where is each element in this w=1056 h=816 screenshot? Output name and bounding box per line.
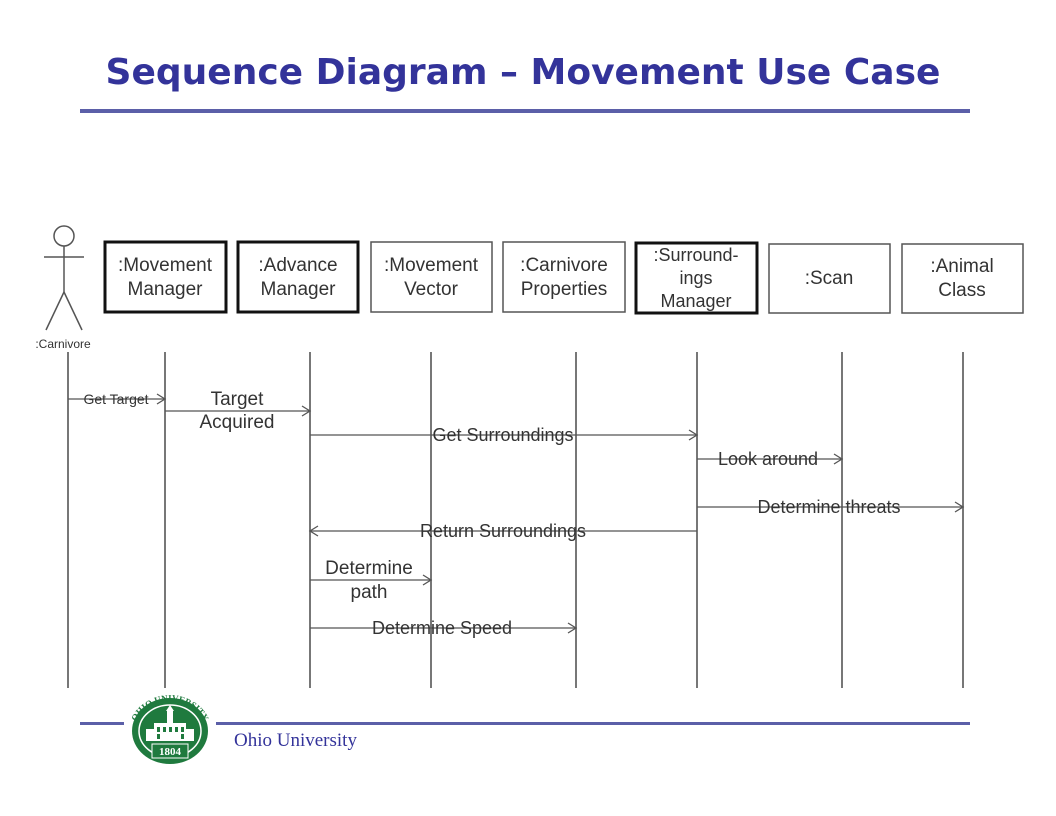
message-get-surroundings — [310, 429, 699, 441]
message-label: Acquired — [200, 412, 275, 433]
actor-right-leg — [63, 291, 83, 331]
slide-title: Sequence Diagram – Movement Use Case — [105, 52, 941, 93]
message-label: Target — [211, 389, 265, 410]
message-label: path — [351, 582, 388, 603]
actor-carnivore — [44, 225, 84, 331]
actor-head — [53, 225, 75, 247]
arrowhead — [156, 393, 167, 405]
lifelines — [67, 352, 964, 688]
object-label-line: :Animal — [930, 256, 993, 277]
object-label-line: :Scan — [805, 268, 854, 289]
footer-rule-left — [80, 722, 124, 725]
arrowhead — [422, 574, 433, 586]
object-label-line: :Advance — [258, 255, 337, 276]
message-label: Get Surroundings — [432, 425, 573, 445]
object-carnivore-properties: :Carnivore Properties — [502, 241, 626, 313]
object-scan: :Scan — [768, 243, 891, 314]
message-label: Get Target — [83, 391, 148, 407]
message-label: Determine threats — [757, 497, 900, 517]
object-label-line: Class — [938, 280, 986, 301]
message-get-target — [68, 393, 167, 405]
object-label-line: :Movement — [118, 255, 213, 276]
footer-text: Ohio University — [234, 730, 357, 751]
object-label-line: ings — [679, 268, 712, 288]
object-label-line: :Surround- — [653, 245, 738, 265]
message-determine-path — [310, 574, 433, 586]
title-underline — [80, 109, 970, 113]
object-advance-manager: :Advance Manager — [236, 240, 360, 314]
object-movement-vector: :Movement Vector — [370, 241, 493, 313]
arrowhead — [301, 405, 312, 417]
object-surroundings-manager: :Surround- ings Manager — [634, 241, 759, 315]
arrowhead — [308, 525, 319, 537]
message-return-surroundings — [308, 525, 697, 537]
actor-label: :Carnivore — [35, 337, 91, 351]
arrowhead — [833, 453, 844, 465]
object-label-line: :Movement — [384, 255, 479, 276]
message-target-acquired — [165, 405, 312, 417]
arrowhead — [954, 501, 965, 513]
message-label: Determine — [325, 558, 413, 579]
object-label-line: Manager — [660, 291, 731, 311]
arrowhead — [567, 622, 578, 634]
object-animal-class: :Animal Class — [901, 243, 1024, 314]
object-label-line: Properties — [521, 279, 608, 300]
message-label: Look around — [718, 449, 818, 469]
object-label-line: :Carnivore — [520, 255, 608, 276]
object-movement-manager: :Movement Manager — [103, 240, 228, 314]
logo-year-banner — [151, 743, 189, 759]
object-label-line: Vector — [404, 279, 459, 300]
actor-left-leg — [45, 291, 65, 331]
message-determine-speed — [310, 622, 578, 634]
message-look-around — [697, 453, 844, 465]
object-label-line: Manager — [261, 279, 337, 300]
message-determine-threats — [697, 501, 965, 513]
arrowhead — [688, 429, 699, 441]
object-label-line: Manager — [128, 279, 204, 300]
logo-year: 1804 — [159, 746, 182, 758]
footer-rule-right — [216, 722, 970, 725]
ohio-university-logo: OHIO UNIVERSITY 1804 — [129, 693, 211, 764]
message-label: Determine Speed — [372, 618, 512, 638]
message-label: Return Surroundings — [420, 521, 586, 541]
